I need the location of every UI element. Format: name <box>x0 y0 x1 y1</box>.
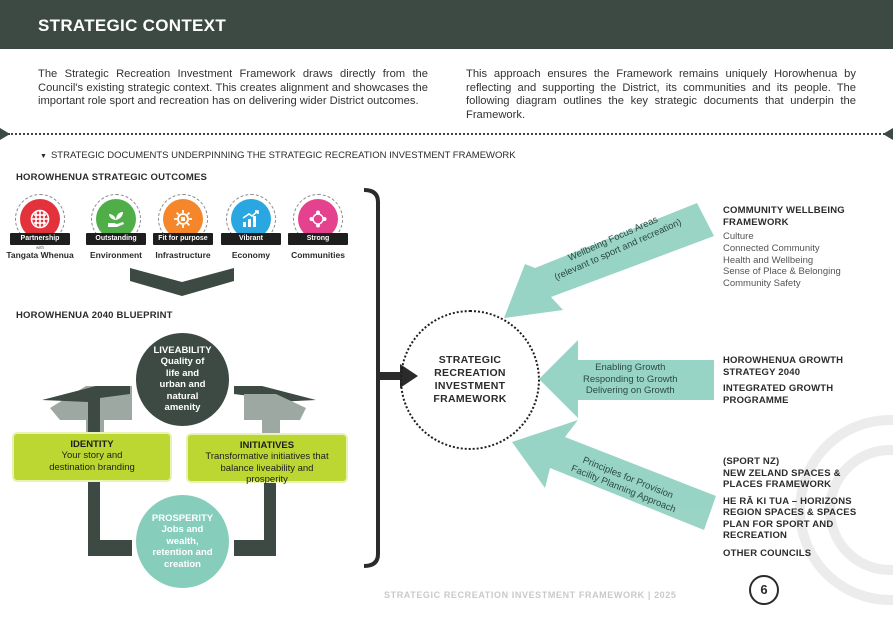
outcome-tag: Strong <box>288 233 348 245</box>
divider-arrow-right-icon <box>883 128 893 140</box>
framework-circle: STRATEGIC RECREATION INVESTMENT FRAMEWOR… <box>400 310 540 450</box>
framework-line1: STRATEGIC <box>438 354 502 366</box>
divider-arrow-left-icon <box>0 128 10 140</box>
section-label: ▼STRATEGIC DOCUMENTS UNDERPINNING THE ST… <box>40 150 516 161</box>
outcome-label: Communities <box>291 250 345 260</box>
outcome-environment: Outstanding Environment <box>86 194 148 264</box>
footer-text: STRATEGIC RECREATION INVESTMENT FRAMEWOR… <box>384 590 677 600</box>
chevron-down-icon <box>130 268 234 296</box>
triangle-down-icon: ▼ <box>40 153 47 160</box>
people-circle-icon <box>298 199 338 239</box>
sport-framework-block: (SPORT NZ) NEW ZELAND SPACES & PLACES FR… <box>723 456 857 559</box>
outcome-tag: Outstanding <box>86 233 146 245</box>
page-number: 6 <box>749 575 779 605</box>
initiatives-title: INITIATIVES <box>239 440 295 451</box>
identity-box: IDENTITY Your story and destination bran… <box>12 432 172 482</box>
prosperity-body: Jobs and wealth, retention and creation <box>152 524 213 570</box>
outcome-tag: Partnership <box>10 233 70 245</box>
header-bar: STRATEGIC CONTEXT <box>0 0 893 49</box>
prosperity-circle: PROSPERITY Jobs and wealth, retention an… <box>136 495 229 588</box>
blueprint-heading: HOROWHENUA 2040 BLUEPRINT <box>16 310 173 321</box>
page-title: STRATEGIC CONTEXT <box>38 16 227 35</box>
list-item: Sense of Place & Belonging <box>723 266 841 278</box>
outcome-label: Tangata Whenua <box>6 250 74 260</box>
dotted-divider <box>8 133 885 135</box>
outcome-label: Economy <box>231 250 271 260</box>
gear-house-icon <box>163 199 203 239</box>
outcome-partnership: Partnership with Tangata Whenua <box>6 194 74 264</box>
prosperity-title: PROSPERITY <box>151 513 214 524</box>
growth-chart-icon <box>231 199 271 239</box>
list-item: Community Safety <box>723 278 801 290</box>
decorative-rings <box>795 415 893 605</box>
outcome-economy: Vibrant Economy <box>221 194 283 264</box>
lattice-icon <box>20 199 60 239</box>
plant-hand-icon <box>96 199 136 239</box>
liveability-body: Quality of life and urban and natural am… <box>159 356 206 414</box>
liveability-circle: LIVEABILITY Quality of life and urban an… <box>136 333 229 426</box>
framework-line2: RECREATION <box>434 367 506 379</box>
intro-paragraph-left: The Strategic Recreation Investment Fram… <box>38 68 428 108</box>
growth-strategy-block: HOROWHENUA GROWTH STRATEGY 2040 INTEGRAT… <box>723 355 844 406</box>
initiatives-body: Transformative initiatives that balance … <box>205 451 329 485</box>
outcomes-heading: HOROWHENUA STRATEGIC OUTCOMES <box>16 172 208 183</box>
outcome-communities: Strong Communities <box>288 194 350 264</box>
outcome-label: Infrastructure <box>155 250 211 260</box>
outcome-label: Environment <box>90 250 142 260</box>
list-item: Culture <box>723 231 754 242</box>
outcome-tag: Vibrant <box>221 233 281 245</box>
arrow-middle-label: Enabling Growth Responding to Growth Del… <box>583 362 678 396</box>
framework-line4: FRAMEWORK <box>433 393 507 405</box>
intro-paragraph-right: This approach ensures the Framework rema… <box>466 68 856 121</box>
identity-title: IDENTITY <box>70 439 114 450</box>
list-item: Connected Community <box>723 242 820 254</box>
framework-line3: INVESTMENT <box>434 380 506 392</box>
identity-body: Your story and destination branding <box>49 450 135 473</box>
outcome-infrastructure: Fit for purpose Infrastructure <box>153 194 215 264</box>
list-item: Health and Wellbeing <box>723 254 814 266</box>
section-label-text: STRATEGIC DOCUMENTS UNDERPINNING THE STR… <box>50 150 516 161</box>
initiatives-box: INITIATIVES Transformative initiatives t… <box>186 433 348 485</box>
outcome-tag: Fit for purpose <box>153 233 213 245</box>
wellbeing-framework-block: COMMUNITY WELLBEING FRAMEWORK Culture Co… <box>723 205 845 290</box>
liveability-title: LIVEABILITY <box>153 345 212 357</box>
